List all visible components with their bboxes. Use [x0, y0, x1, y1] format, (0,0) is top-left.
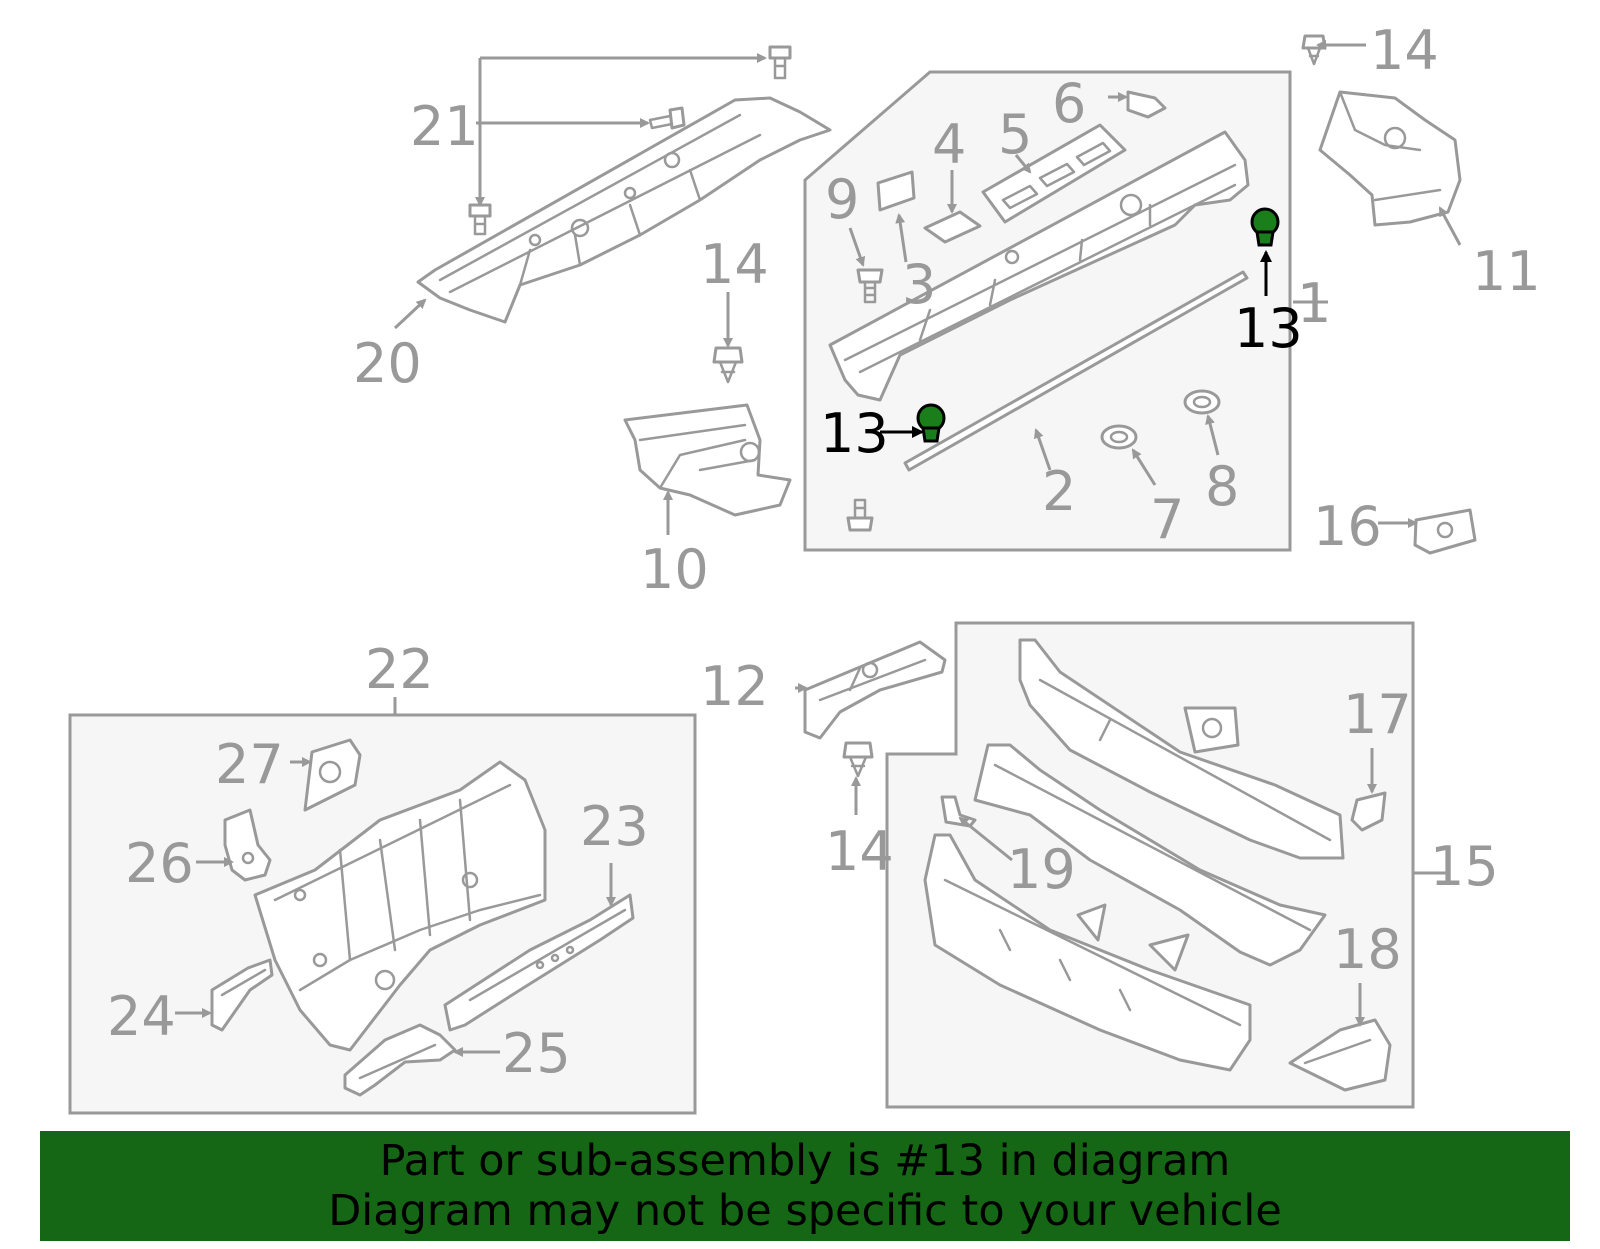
part-15-upper-panel — [1018, 638, 1345, 860]
part-20-cowl-panel — [416, 96, 832, 324]
callout-20: 20 — [353, 332, 422, 395]
callout-2: 2 — [1042, 460, 1076, 523]
part-14-clip-top — [1301, 34, 1327, 66]
part-15-upper-bracket — [1183, 706, 1240, 754]
part-3-pad — [876, 170, 916, 212]
part-26-bracket — [223, 808, 272, 882]
bolt-lower-panel — [846, 498, 874, 532]
info-banner: Part or sub-assembly is #13 in diagram D… — [40, 1131, 1570, 1241]
callout-25: 25 — [502, 1022, 571, 1085]
callout-7: 7 — [1150, 488, 1184, 551]
callout-24: 24 — [107, 985, 176, 1048]
banner-line-2: Diagram may not be specific to your vehi… — [328, 1186, 1282, 1236]
part-10-bracket — [623, 403, 792, 517]
callout-23: 23 — [580, 795, 649, 858]
part-21-bolt-middle — [648, 106, 686, 130]
callout-14-top: 14 — [1370, 19, 1439, 82]
part-5-seal-tray — [981, 123, 1127, 224]
callout-26: 26 — [125, 832, 194, 895]
callout-27: 27 — [215, 733, 284, 796]
callout-19: 19 — [1007, 838, 1076, 901]
part-11-bracket — [1318, 90, 1462, 227]
part-23-rail — [443, 893, 635, 1032]
callout-21: 21 — [410, 95, 479, 158]
part-14-clip-middle — [712, 346, 744, 384]
callout-13-left: 13 — [820, 402, 889, 465]
callout-14-lower: 14 — [825, 820, 894, 883]
part-15-middle-panel — [973, 743, 1327, 967]
part-13-bolt-left — [916, 403, 946, 443]
callout-3: 3 — [902, 253, 936, 316]
part-14-clip-lower — [842, 741, 874, 778]
callout-12: 12 — [700, 655, 769, 718]
callout-1: 1 — [1297, 272, 1331, 335]
part-9-bolt — [856, 268, 884, 304]
callout-8: 8 — [1205, 455, 1239, 518]
part-7-grommet — [1100, 424, 1138, 450]
callout-13-right: 13 — [1234, 297, 1303, 360]
part-18-bracket — [1288, 1018, 1392, 1092]
part-25-support — [343, 1023, 457, 1097]
part-13-bolt-right — [1250, 207, 1280, 247]
leader-lines — [175, 40, 1462, 1057]
part-24-bracket — [210, 958, 274, 1032]
banner-line-1: Part or sub-assembly is #13 in diagram — [379, 1136, 1231, 1186]
part-12-bracket — [803, 640, 947, 740]
part-8-grommet — [1183, 389, 1221, 415]
part-27-bracket — [303, 738, 362, 812]
part-6-pad — [1126, 90, 1167, 119]
part-15-gusset-a — [1076, 903, 1107, 942]
part-1-cowl-top — [828, 130, 1250, 402]
callout-15: 15 — [1430, 835, 1499, 898]
callout-5: 5 — [998, 103, 1032, 166]
callout-18: 18 — [1333, 918, 1402, 981]
callout-4: 4 — [932, 113, 966, 176]
part-2-seal-strip — [903, 270, 1249, 472]
part-21-bolt-top — [768, 45, 792, 80]
part-15-lower-panel — [923, 833, 1252, 1072]
callout-17: 17 — [1343, 683, 1412, 746]
part-22-dash-panel — [253, 760, 547, 1052]
part-21-bolt-lower — [468, 203, 492, 236]
callout-labels: 21 20 14 10 9 4 5 6 3 14 11 1 13 13 2 7 … — [107, 19, 1541, 1085]
callout-11: 11 — [1472, 240, 1541, 303]
callout-14-middle: 14 — [700, 233, 769, 296]
callout-10: 10 — [640, 538, 709, 601]
part-16-bracket — [1413, 508, 1477, 555]
callout-16: 16 — [1313, 495, 1382, 558]
callout-9: 9 — [825, 168, 859, 231]
part-15-gusset-b — [1148, 933, 1190, 972]
part-17-bracket — [1350, 791, 1387, 832]
callout-6: 6 — [1052, 72, 1086, 135]
part-4-pad — [923, 210, 982, 244]
callout-22: 22 — [365, 638, 434, 701]
